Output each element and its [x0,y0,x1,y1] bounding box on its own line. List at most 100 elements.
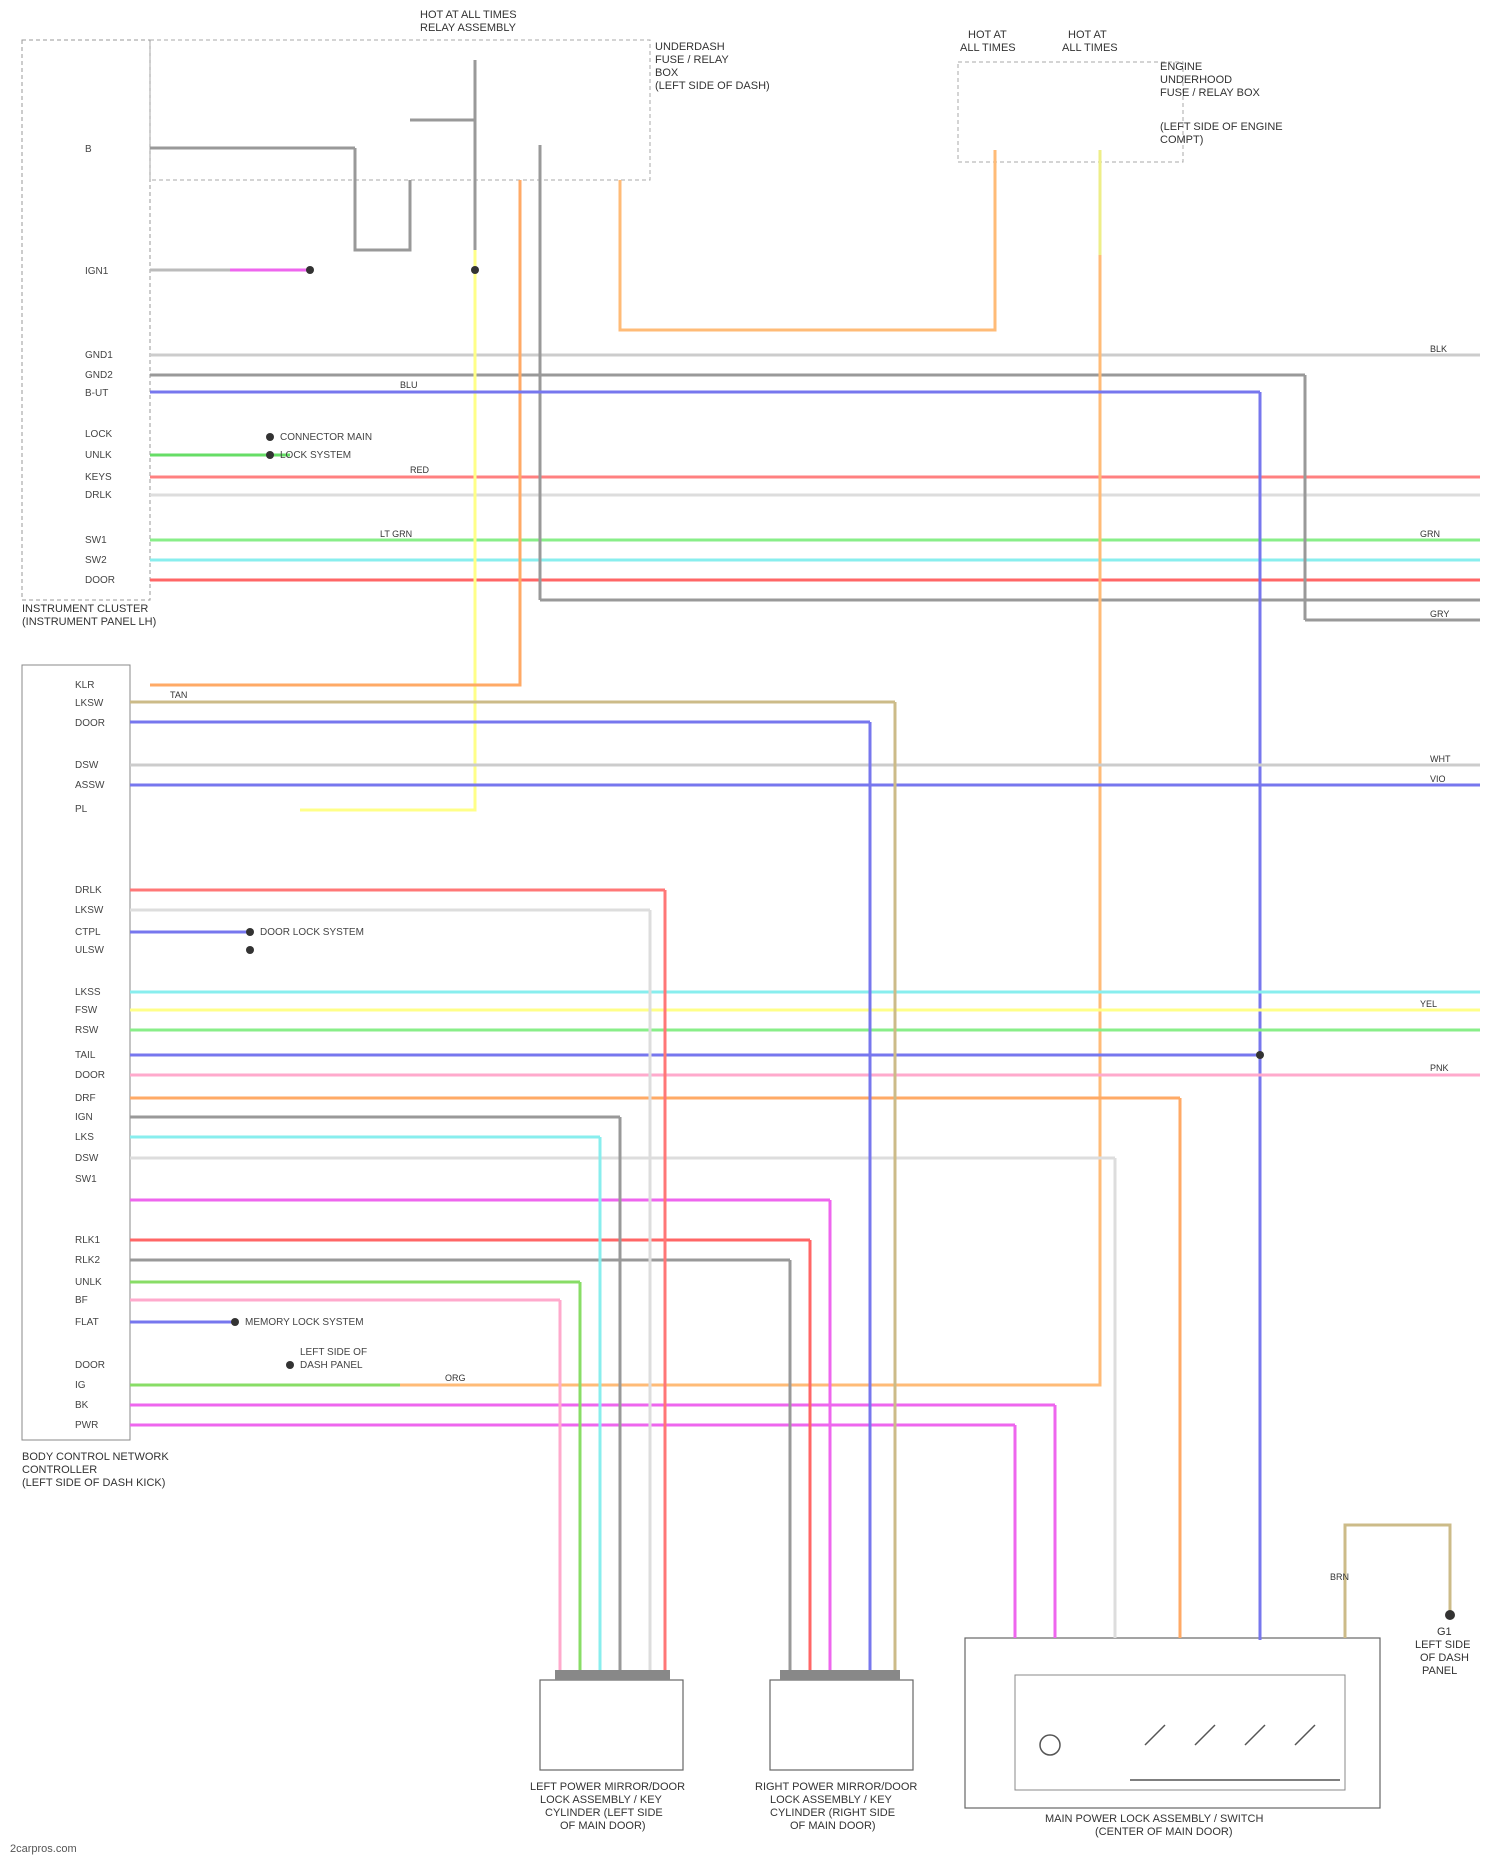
wire-label-blk: BLK [1430,344,1447,354]
label-top-fuse-1: HOT AT ALL TIMES [420,9,517,21]
controller-pin-0: KLR [75,680,94,691]
label-ground-2: LEFT SIDE [1415,1639,1470,1651]
controller-pin-23: BF [75,1295,88,1306]
label-right-door-1: RIGHT POWER MIRROR/DOOR [755,1781,917,1793]
label-hood-fuse-5: COMPT) [1160,134,1203,146]
label-left-door-1: LEFT POWER MIRROR/DOOR [530,1781,685,1793]
label-right-door-2: LOCK ASSEMBLY / KEY [770,1794,893,1806]
splice-dot-2 [471,266,479,274]
label-main-switch-1: MAIN POWER LOCK ASSEMBLY / SWITCH [1045,1813,1263,1825]
label-hood-fuse-3: FUSE / RELAY BOX [1160,87,1261,99]
cluster-pin-0: B [85,144,92,155]
main-switch-box [965,1638,1380,1808]
upper-vertical-wires [150,60,1305,1640]
label-under-dash-1: UNDERDASH [655,41,725,53]
controller-pin-8: CTPL [75,927,101,938]
controller-pin-16: IGN [75,1112,93,1123]
controller-pin-4: ASSW [75,780,105,791]
label-fuse-a-1: HOT AT [968,29,1007,41]
label-under-dash-3: BOX [655,67,679,79]
label-left-door-3: CYLINDER (LEFT SIDE [545,1807,663,1819]
instrument-cluster-box [22,40,150,600]
splice-dot-7 [231,1318,239,1326]
label-right-door-4: OF MAIN DOOR) [790,1820,876,1832]
cluster-pin-11: DOOR [85,575,115,586]
label-left-door-4: OF MAIN DOOR) [560,1820,646,1832]
splice-dot-1 [306,266,314,274]
label-instrument-cluster-2: (INSTRUMENT PANEL LH) [22,616,156,628]
label-fuse-b-1: HOT AT [1068,29,1107,41]
right-door-box [770,1680,913,1770]
label-controller-1: BODY CONTROL NETWORK [22,1451,169,1463]
controller-pin-13: TAIL [75,1050,96,1061]
controller-pin-21: RLK2 [75,1255,100,1266]
wire-label-org: ORG [445,1373,466,1383]
controller-pin-labels: KLR LKSW DOOR DSW ASSW PL DRLK LKSW CTPL… [75,680,105,1431]
label-left-door-2: LOCK ASSEMBLY / KEY [540,1794,663,1806]
label-top-fuse-2: RELAY ASSEMBLY [420,22,517,34]
wire-label-tan: TAN [170,690,187,700]
motor-icon [1040,1735,1060,1755]
wire-label-grn: GRN [1420,529,1440,539]
label-fuse-b-2: ALL TIMES [1062,42,1118,54]
watermark: 2carpros.com [10,1843,77,1855]
controller-pin-19: SW1 [75,1174,97,1185]
cluster-pin-10: SW2 [85,555,107,566]
controller-pin-15: DRF [75,1093,96,1104]
note-5: LEFT SIDE OF [300,1347,367,1358]
controller-pin-26: IG [75,1380,86,1391]
splice-dot-3 [266,433,274,441]
label-controller-3: (LEFT SIDE OF DASH KICK) [22,1477,165,1489]
controller-pin-1: LKSW [75,698,104,709]
note-4: MEMORY LOCK SYSTEM [245,1317,364,1328]
label-hood-fuse-2: UNDERHOOD [1160,74,1232,86]
controller-pin-24: FLAT [75,1317,99,1328]
splice-dot-6 [246,946,254,954]
cluster-pin-3: GND2 [85,370,113,381]
wire-label-blu: BLU [400,380,418,390]
splice-dot-9 [1256,1051,1264,1059]
main-switch-internals [1040,1725,1340,1780]
door-connectors [555,1670,900,1680]
splice-dot-4 [266,451,274,459]
cluster-pin-4: B-UT [85,388,108,399]
cluster-pin-5: LOCK [85,429,113,440]
note-2: LOCK SYSTEM [280,450,351,461]
wire-label-red: RED [410,465,430,475]
cluster-wires [150,148,1480,620]
main-switch-inner-box [1015,1675,1345,1790]
controller-pin-3: DSW [75,760,99,771]
label-hood-fuse-1: ENGINE [1160,61,1202,73]
controller-pin-2: DOOR [75,718,105,729]
controller-pin-28: PWR [75,1420,98,1431]
controller-pin-22: UNLK [75,1277,102,1288]
splice-dot-8 [286,1361,294,1369]
label-instrument-cluster-1: INSTRUMENT CLUSTER [22,603,148,615]
controller-pin-17: LKS [75,1132,94,1143]
label-under-dash-4: (LEFT SIDE OF DASH) [655,80,770,92]
cluster-pin-8: DRLK [85,490,112,501]
cluster-pin-2: GND1 [85,350,113,361]
controller-pin-11: FSW [75,1005,98,1016]
label-right-door-3: CYLINDER (RIGHT SIDE [770,1807,895,1819]
label-under-dash-2: FUSE / RELAY [655,54,729,66]
cluster-pin-9: SW1 [85,535,107,546]
label-hood-fuse-4: (LEFT SIDE OF ENGINE [1160,121,1283,133]
wire-label-wht: WHT [1430,754,1451,764]
wire-label-gry: GRY [1430,609,1449,619]
controller-pin-10: LKSS [75,987,101,998]
controller-pin-27: BK [75,1400,89,1411]
hood-fuse-box [958,62,1183,162]
controller-pin-9: ULSW [75,945,104,956]
wire-label-yel: YEL [1420,999,1437,1009]
ground-point [1445,1610,1455,1620]
wire-label-pnk: PNK [1430,1063,1449,1073]
controller-pin-25: DOOR [75,1360,105,1371]
splice-dot-5 [246,928,254,936]
left-door-box [540,1680,683,1770]
controller-pin-5: PL [75,804,88,815]
controller-pin-6: DRLK [75,885,102,896]
label-main-switch-2: (CENTER OF MAIN DOOR) [1095,1826,1233,1838]
cluster-pin-labels: B IGN1 GND1 GND2 B-UT LOCK UNLK KEYS DRL… [85,144,115,586]
